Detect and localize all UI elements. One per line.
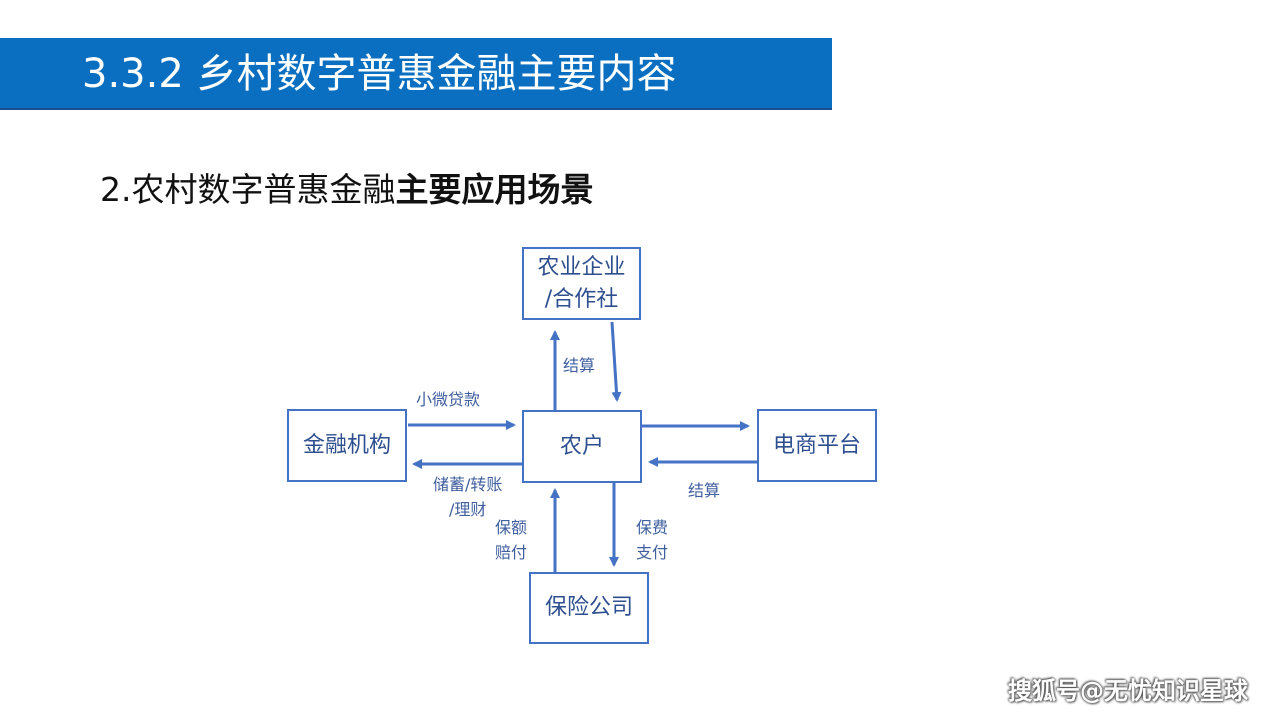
node-ecommerce: 电商平台 (757, 409, 877, 482)
node-enterprise: 农业企业 /合作社 (522, 247, 641, 320)
title-bar: 3.3.2 乡村数字普惠金融主要内容 (0, 38, 832, 110)
label-settlement-right: 结算 (688, 481, 721, 500)
label-claim-line2: 赔付 (495, 543, 528, 562)
label-claim-line1: 保额 (495, 518, 528, 537)
label-claim: 保额 赔付 (495, 515, 527, 565)
node-finance-label: 金融机构 (302, 432, 391, 458)
watermark: 搜狐号@无忧知识星球 (1008, 677, 1248, 705)
node-farmer: 农户 (522, 410, 642, 483)
node-finance: 金融机构 (287, 409, 407, 482)
section-subtitle: 2.农村数字普惠金融主要应用场景 (100, 168, 594, 212)
page-title: 3.3.2 乡村数字普惠金融主要内容 (82, 51, 677, 97)
label-premium: 保费 支付 (636, 515, 668, 565)
label-microloan: 小微贷款 (416, 390, 481, 409)
node-farmer-label: 农户 (559, 433, 604, 459)
label-savings-line2: /理财 (449, 500, 487, 519)
subtitle-regular: 2.农村数字普惠金融 (100, 170, 396, 209)
arrow-enterprise-to-farmer (610, 321, 622, 402)
label-settlement-top: 结算 (563, 356, 596, 375)
subtitle-bold: 主要应用场景 (395, 170, 594, 209)
node-ecommerce-label: 电商平台 (772, 432, 861, 458)
label-premium-line2: 支付 (636, 543, 669, 562)
label-savings: 储蓄/转账 /理财 (433, 472, 502, 522)
node-insurance: 保险公司 (529, 572, 649, 644)
label-premium-line1: 保费 (636, 518, 669, 537)
node-enterprise-line2: /合作社 (544, 286, 619, 312)
node-insurance-label: 保险公司 (544, 595, 633, 620)
label-savings-line1: 储蓄/转账 (433, 475, 503, 494)
node-enterprise-line1: 农业企业 (537, 254, 626, 280)
